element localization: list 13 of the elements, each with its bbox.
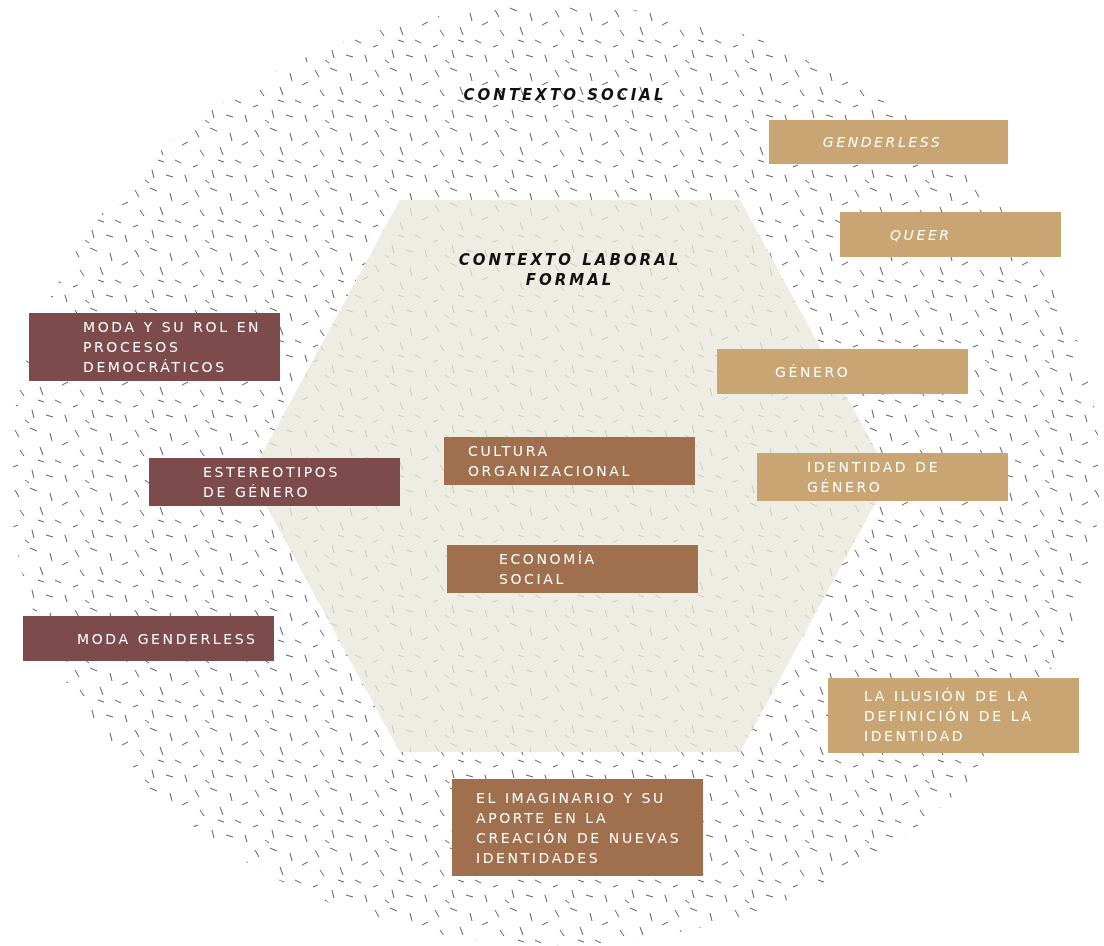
topic-box: ECONOMÍA SOCIAL xyxy=(447,545,698,593)
topic-box: GÉNERO xyxy=(717,349,968,394)
topic-box: IDENTIDAD DE GÉNERO xyxy=(757,453,1008,501)
topic-box: MODA GENDERLESS xyxy=(23,616,274,661)
topic-box: QUEER xyxy=(840,212,1061,257)
topic-box: MODA Y SU ROL EN PROCESOS DEMOCRÁTICOS xyxy=(29,313,280,381)
area-heading: CONTEXTO SOCIAL xyxy=(462,85,668,105)
topic-box: LA ILUSIÓN DE LA DEFINICIÓN DE LA IDENTIDAD xyxy=(828,678,1079,753)
topic-box: ESTEREOTIPOS DE GÉNERO xyxy=(149,458,400,506)
topic-box: GENDERLESS xyxy=(769,120,1008,164)
topic-box: CULTURA ORGANIZACIONAL xyxy=(444,437,695,485)
topic-box: EL IMAGINARIO Y SU APORTE EN LA CREACIÓN DE NUEVAS IDENTIDADES xyxy=(452,779,703,876)
area-heading: CONTEXTO LABORAL FORMAL xyxy=(457,250,683,290)
